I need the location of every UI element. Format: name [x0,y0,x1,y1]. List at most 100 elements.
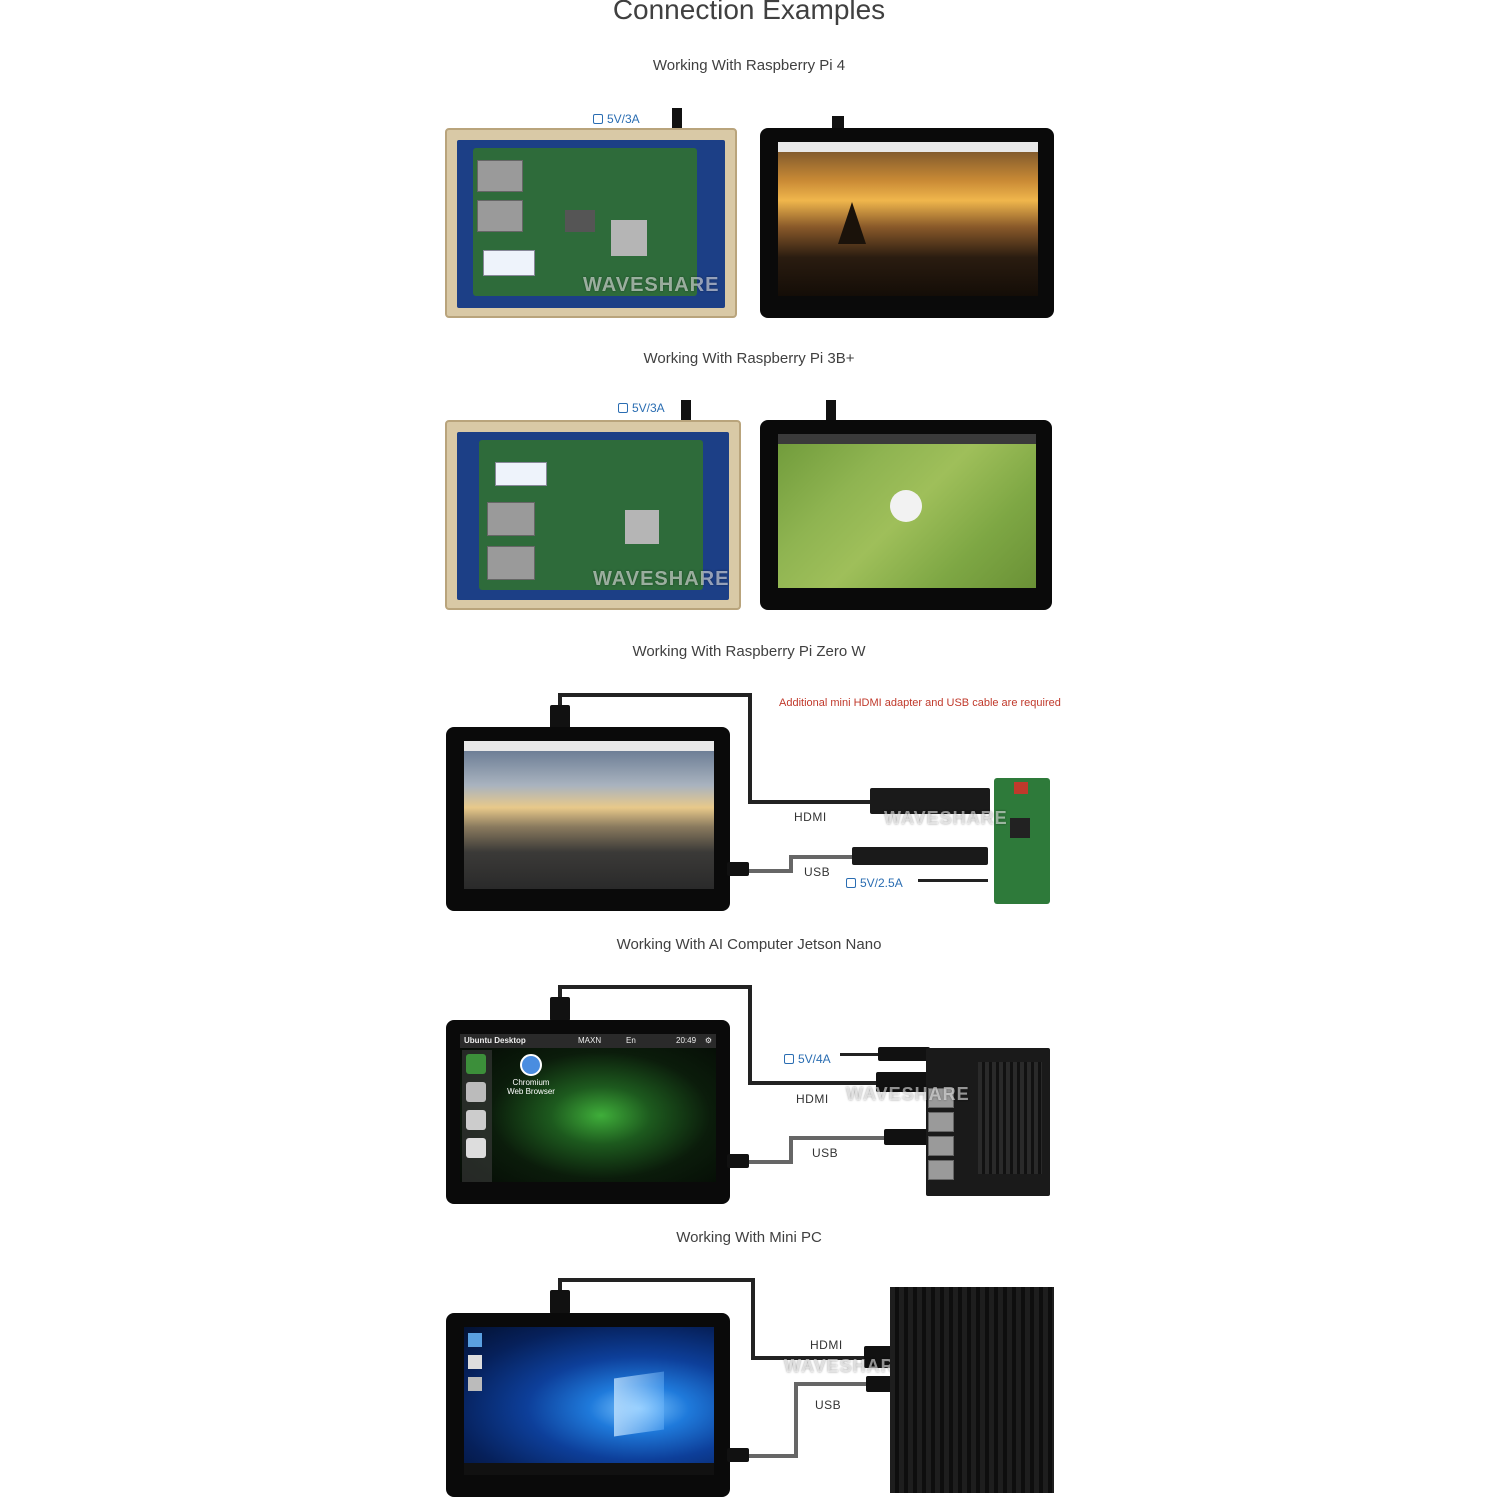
power-wire [840,1053,886,1056]
watermark: WAVESHARE [884,808,1008,828]
usb-port [477,160,523,192]
usb-wire [789,855,859,859]
usb-port [928,1088,954,1108]
usb-label: USB [815,1398,842,1412]
nvidia-wallpaper: Ubuntu Desktop MAXN En 20:49 ⚙ Chromium … [460,1034,716,1182]
usb-otg-adapter [852,847,988,865]
hdmi-wire [748,1081,884,1085]
hdmi-wire [751,1278,755,1360]
usb-plug [727,1448,749,1462]
usb-wire [730,1160,792,1164]
ubuntu-mate-logo-icon [890,490,922,522]
desktop-icon [468,1333,482,1347]
hdmi-wire [558,1278,754,1282]
windows-taskbar [464,1463,714,1475]
adapter-note: Additional mini HDMI adapter and USB cab… [779,697,1061,709]
power-icon [618,403,628,413]
desktop-taskbar [778,142,1038,152]
raspberry-pi-4-case: WAVESHARE [445,128,737,318]
usb-port [928,1136,954,1156]
soc-chip [1010,818,1030,838]
usb-wire [730,869,792,873]
hdmi-wire [748,693,752,803]
settings-gear-icon: ⚙ [704,1036,712,1045]
mini-hdmi-adapter [870,788,990,814]
usb-plug [727,862,749,876]
jetson-nano-board [926,1048,1050,1196]
hdmi-label: HDMI [810,1338,843,1352]
usb-port [928,1112,954,1132]
usb-port [477,200,523,232]
power-icon [846,878,856,888]
app-icon [466,1138,486,1158]
windows-wallpaper [464,1327,714,1475]
section-heading-zero: Working With Raspberry Pi Zero W [632,643,866,660]
desktop-taskbar [464,741,714,751]
usb-wire [794,1382,798,1458]
app-icon [466,1110,486,1130]
monitor-pi4 [760,128,1054,318]
green-wallpaper [778,434,1036,588]
power-mode: MAXN [578,1036,602,1045]
section-heading-jetson: Working With AI Computer Jetson Nano [616,936,882,953]
power-icon [593,114,603,124]
section-heading-pi4: Working With Raspberry Pi 4 [652,57,846,74]
section-heading-pi3: Working With Raspberry Pi 3B+ [643,350,855,367]
heatsink [978,1062,1042,1174]
usb-plug [866,1376,892,1392]
hdmi-wire [748,985,752,1085]
power-cable [681,400,691,424]
ubuntu-top-bar: Ubuntu Desktop MAXN En 20:49 ⚙ [460,1034,716,1048]
usb-port [487,502,535,536]
camera-connector [1014,782,1028,794]
section-heading-minipc: Working With Mini PC [676,1229,822,1246]
hdmi-wire [558,693,562,709]
power-wire [918,879,988,882]
watermark: WAVESHARE [583,274,720,296]
usb-label: USB [804,865,831,879]
cable [832,116,844,130]
soc-chip [625,510,659,544]
waveshare-sticker [495,462,547,486]
road-wallpaper [464,741,714,889]
power-label-jetson: 5V/4A [784,1052,831,1066]
power-cable [672,108,682,134]
soc-chip [611,220,647,256]
temple-silhouette [838,202,866,244]
ubuntu-launcher [462,1050,492,1182]
hdmi-plug [550,997,570,1021]
usb-label: USB [812,1146,839,1160]
power-label-pi3: 5V/3A [618,401,665,415]
monitor-jetson: Ubuntu Desktop MAXN En 20:49 ⚙ Chromium … [446,1020,730,1204]
hdmi-wire [558,985,562,1001]
waveshare-sticker [483,250,535,276]
hdmi-wire [751,1356,871,1360]
monitor-minipc [446,1313,730,1497]
hdmi-wire [558,693,750,697]
mini-pc [890,1287,1054,1493]
barrel-plug [878,1047,930,1061]
desktop-icon [468,1377,482,1391]
hdmi-plug [876,1072,930,1092]
hdmi-wire [558,985,752,989]
power-label-zero: 5V/2.5A [846,876,903,890]
desktop-taskbar [778,434,1036,444]
desktop-icon [468,1355,482,1369]
hdmi-wire [748,800,878,804]
usb-wire [730,1454,796,1458]
sunset-wallpaper [778,142,1038,296]
hdmi-label: HDMI [794,810,827,824]
usb-wire [789,1136,889,1140]
ubuntu-logo-icon [466,1054,486,1074]
usb-plug [884,1129,930,1145]
usb-plug [727,1154,749,1168]
usb-wire [789,855,793,873]
power-icon [784,1054,794,1064]
hdmi-label: HDMI [796,1092,829,1106]
usb-wire [789,1136,793,1164]
hdmi-plug [864,1346,892,1368]
monitor-pi3 [760,420,1052,610]
hdmi-plug [550,1290,570,1314]
usb-port [487,546,535,580]
watermark: WAVESHARE [846,1084,970,1104]
